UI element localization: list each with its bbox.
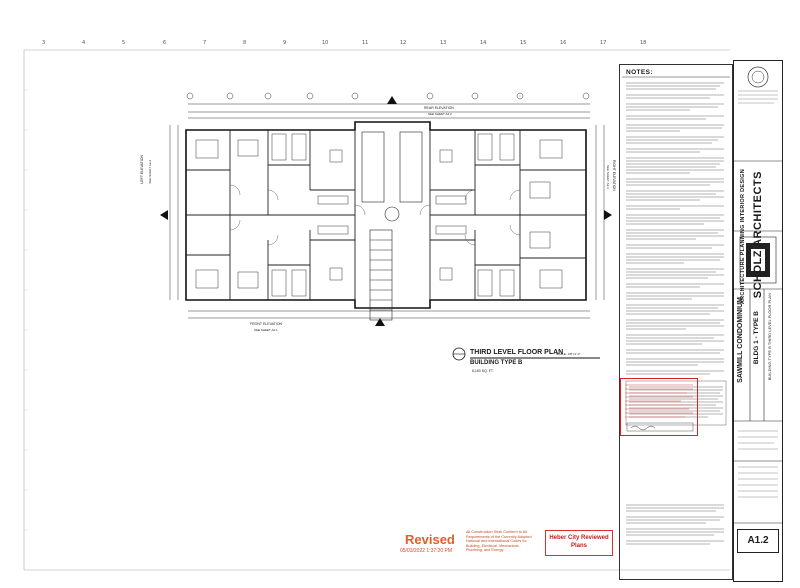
ruler-number: 10	[322, 40, 329, 46]
firm-name: SCHOLZ ARCHITECTS	[752, 171, 764, 299]
ruler-number: 13	[440, 40, 447, 46]
ruler-number: 3	[42, 40, 46, 46]
ruler-number: 11	[362, 40, 369, 46]
title-block: SCHOLZ ARCHITECTS ARCHITECTURE PLANNING …	[733, 60, 783, 582]
scale-label: SCALE: 1/8"=1'-0"	[556, 352, 581, 356]
plan-title: THIRD LEVEL FLOOR PLAN	[470, 349, 564, 356]
rear-elevation-ref: SEE SHEET A2.2	[428, 112, 452, 116]
ruler-number: 17	[600, 40, 607, 46]
ruler-number: 15	[520, 40, 527, 46]
front-elevation-ref: SEE SHEET A2.1	[254, 328, 278, 332]
heber-city-stamp: Heber City Reviewed Plans	[545, 530, 613, 556]
ruler-number: 7	[203, 40, 207, 46]
ruler-number: 9	[283, 40, 287, 46]
revised-stamp: Revised	[405, 532, 455, 547]
building-type-label: BUILDING TYPE B	[470, 360, 523, 366]
review-stamp	[620, 378, 698, 436]
revised-date: 05/03/2022 1:37:20 PM	[400, 548, 452, 554]
left-elevation-label: LEFT ELEVATION	[140, 155, 144, 184]
area-label: 6,163 SQ. FT.	[472, 369, 494, 373]
stamp-lines	[625, 384, 694, 432]
firm-subtitle: ARCHITECTURE PLANNING INTERIOR DESIGN	[740, 169, 746, 305]
front-elevation-label: FRONT ELEVATION	[250, 322, 283, 326]
rear-elevation-label: REAR ELEVATION	[424, 106, 454, 110]
left-elevation-ref: SEE SHEET A2.3	[148, 160, 152, 184]
ruler-number: 16	[560, 40, 567, 46]
ruler-number: 18	[640, 40, 647, 46]
heber-line-1: Heber City Reviewed	[549, 535, 609, 541]
title-block-frame	[734, 66, 782, 524]
right-elevation-ref: SEE SHEET A2.3	[606, 165, 610, 189]
sheet-number: A1.2	[737, 529, 779, 553]
ruler-number: 5	[122, 40, 126, 46]
notes-title: NOTES:	[626, 69, 653, 76]
ruler-number: 14	[480, 40, 487, 46]
building-name: BLDG 1 - TYPE B	[753, 311, 760, 365]
project-subtitle: BUILDING TYPE B THIRD LEVEL FLOOR PLAN	[767, 293, 772, 381]
ruler-number: 6	[163, 40, 167, 46]
project-name: SAWMILL CONDOMINIUM	[737, 297, 744, 383]
ruler-number: 12	[400, 40, 407, 46]
notes-text-lines	[622, 76, 730, 545]
revised-text: All Construction Shall Conform to All Re…	[466, 530, 532, 552]
right-elevation-label: RIGHT ELEVATION	[612, 160, 616, 191]
ruler-number: 4	[82, 40, 86, 46]
ruler-number: 8	[243, 40, 247, 46]
notes-panel: NOTES:	[619, 64, 733, 580]
heber-line-2: Plans	[570, 543, 587, 549]
